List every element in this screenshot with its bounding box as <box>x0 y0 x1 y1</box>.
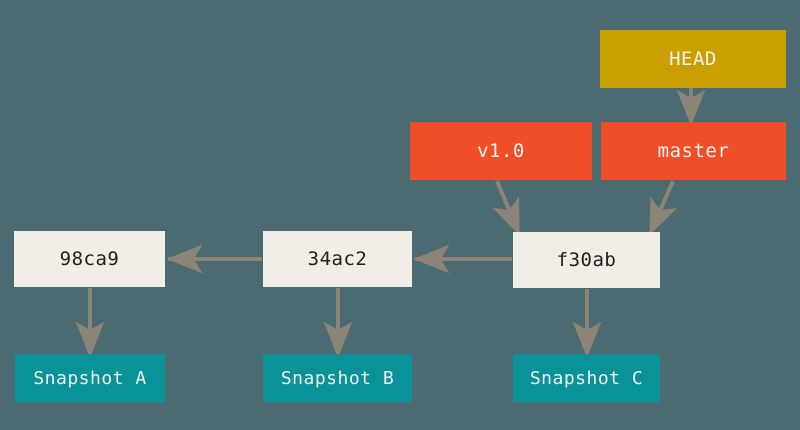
edge-tag-to-f30ab <box>492 180 521 236</box>
head-pointer-node[interactable]: HEAD <box>600 30 786 88</box>
branch-label: master <box>657 140 730 162</box>
snapshot-node[interactable]: Snapshot A <box>15 354 165 402</box>
snapshot-label: Snapshot A <box>33 367 147 389</box>
snapshot-node[interactable]: Snapshot B <box>263 354 412 402</box>
commit-label: 34ac2 <box>307 248 368 270</box>
edge-master-to-f30ab <box>648 180 677 236</box>
tag-label: v1.0 <box>477 140 525 162</box>
snapshot-label: Snapshot B <box>280 367 395 389</box>
head-label: HEAD <box>669 48 717 70</box>
commit-label: f30ab <box>556 249 617 271</box>
commit-node[interactable]: 34ac2 <box>263 231 412 287</box>
branch-node-master[interactable]: master <box>601 122 786 180</box>
tag-node-v1-0[interactable]: v1.0 <box>410 122 592 180</box>
snapshot-node[interactable]: Snapshot C <box>513 354 660 402</box>
commit-node[interactable]: 98ca9 <box>14 231 165 287</box>
commit-node[interactable]: f30ab <box>513 232 660 288</box>
commit-label: 98ca9 <box>59 248 120 270</box>
snapshot-label: Snapshot C <box>529 367 644 389</box>
